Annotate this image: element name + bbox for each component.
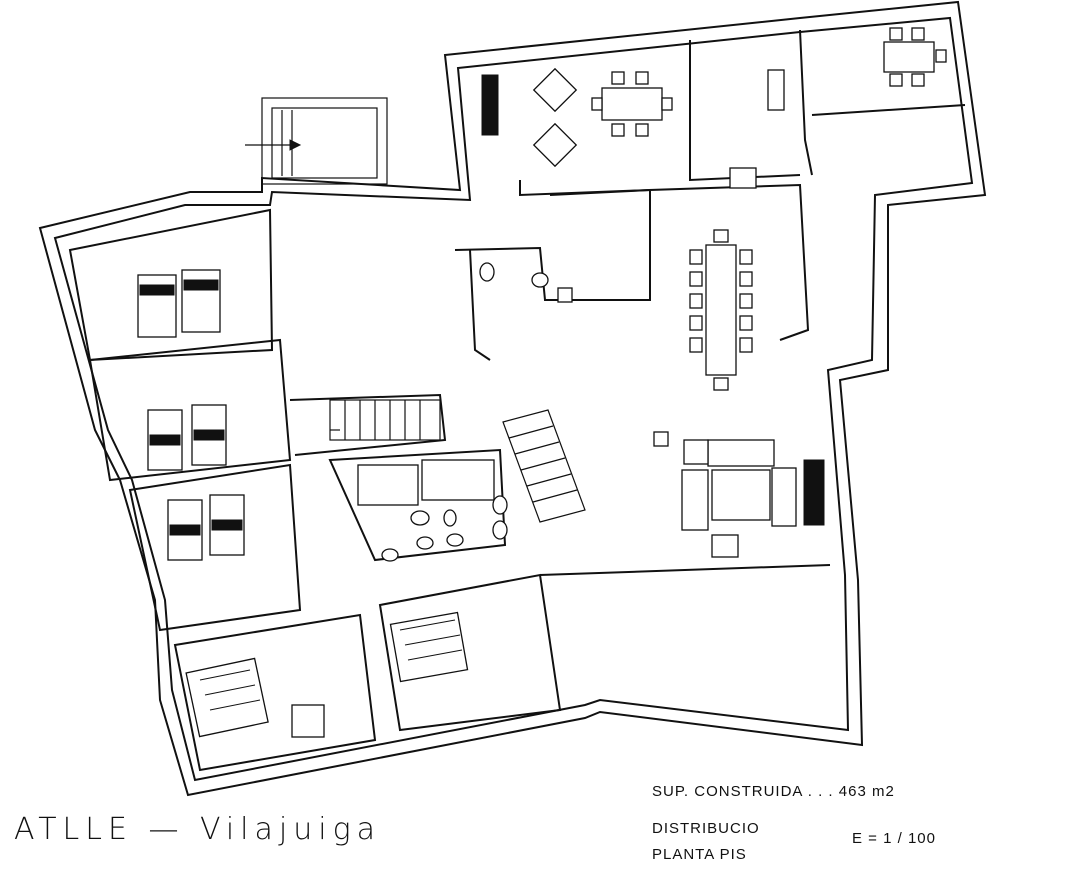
entrance-stair xyxy=(245,97,388,185)
built-area-label: SUP. CONSTRUIDA . . . 463 m2 xyxy=(652,783,895,800)
living-furniture xyxy=(532,27,947,558)
double-beds xyxy=(185,611,469,738)
project-title: ATLLE — Vilajuiga xyxy=(14,812,381,847)
fireplaces xyxy=(481,74,825,526)
floor-label: PLANTA PIS xyxy=(652,846,747,863)
bunk-beds xyxy=(137,269,245,561)
internal-stairs xyxy=(329,399,586,523)
bathroom-fixtures xyxy=(357,262,573,562)
interior-walls xyxy=(68,29,966,772)
distribution-label: DISTRIBUCIO xyxy=(652,820,760,837)
scale-label: E = 1 / 100 xyxy=(852,830,936,847)
